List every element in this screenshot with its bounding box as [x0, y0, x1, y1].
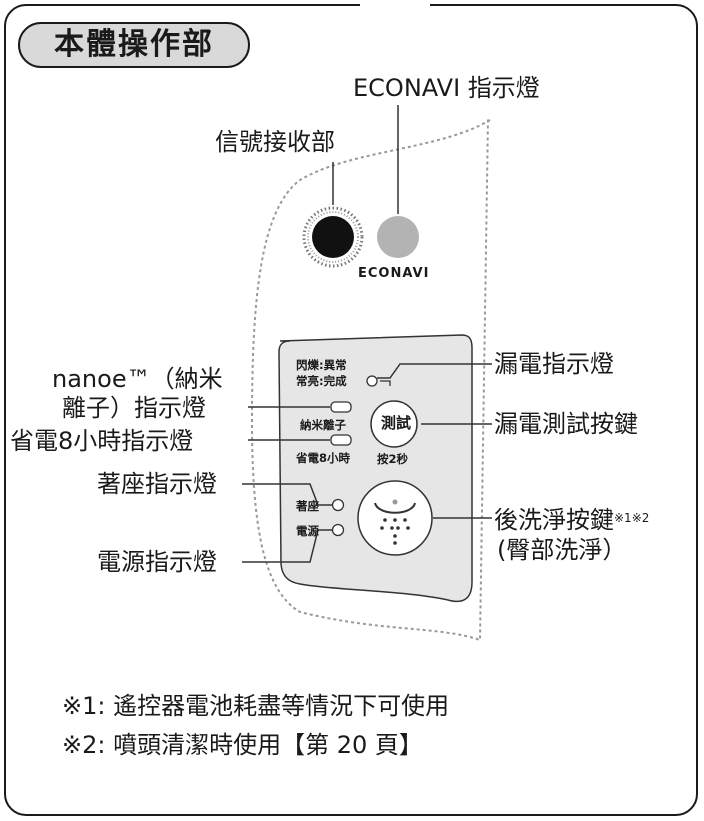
- econavi-logo: ECONAVI: [358, 266, 430, 281]
- saving-small-text: 省電8小時: [296, 451, 351, 465]
- rear-wash-button-shape: [357, 480, 433, 556]
- rear-wash-notes: ※1※2: [614, 511, 650, 525]
- leak-indicator-label: 漏電指示燈: [494, 350, 614, 378]
- signal-receiver: [312, 216, 354, 258]
- power-led: [331, 523, 345, 537]
- wash-icon-spray: [380, 518, 410, 545]
- wash-icon-nozzle: [392, 499, 398, 505]
- status-steady-text: 常亮:完成: [296, 374, 347, 388]
- econavi-indicator-label: ECONAVI 指示燈: [353, 74, 540, 102]
- section-title: 本體操作部: [18, 22, 250, 68]
- nanoe-label-line1: nanoe™（納米: [52, 365, 223, 393]
- seat-led: [331, 498, 345, 512]
- outer-frame: [4, 4, 698, 816]
- rear-wash-sub-label: (臀部洗淨）: [497, 536, 627, 564]
- leak-test-button-shape: [370, 400, 418, 448]
- nanoe-small-text: 納米離子: [300, 418, 346, 432]
- leak-indicator-leader: [377, 363, 492, 379]
- leak-test-button-label: 漏電測試按鍵: [494, 410, 638, 438]
- test-hint-text: 按2秒: [377, 452, 409, 466]
- footnote-1: ※1: 遙控器電池耗盡等情況下可使用: [62, 692, 450, 720]
- frame-tab-gap: [360, 0, 430, 12]
- nanoe-label-line2: 離子）指示燈: [62, 394, 206, 422]
- unit-dotted-outline: [250, 117, 491, 642]
- econavi-lamp: [377, 216, 419, 258]
- power-small-text: 電源: [296, 524, 319, 538]
- footnote-2: ※2: 噴頭清潔時使用【第 20 頁】: [62, 731, 423, 759]
- seat-label: 著座指示燈: [97, 470, 217, 498]
- saving-led: [330, 434, 352, 446]
- leak-led: [366, 375, 378, 387]
- leak-led-mark: [380, 380, 391, 386]
- seat-leader: [242, 483, 332, 506]
- rear-wash-button-name: 後洗淨按鍵: [494, 506, 614, 534]
- saving-label: 省電8小時指示燈: [10, 427, 194, 455]
- status-flash-text: 閃爍:異常: [296, 358, 347, 372]
- nanoe-led: [330, 401, 352, 413]
- signal-receiver-halo-inner: [307, 211, 359, 263]
- signal-receiver-halo: [302, 206, 364, 268]
- leak-test-button-text[interactable]: 測試: [381, 414, 412, 432]
- power-leader: [242, 529, 332, 563]
- power-label: 電源指示燈: [97, 548, 217, 576]
- seat-small-text: 著座: [296, 499, 319, 513]
- signal-receiver-label: 信號接收部: [215, 128, 335, 156]
- rear-wash-button-label: 後洗淨按鍵※1※2: [494, 504, 649, 534]
- wash-icon-arc: [374, 502, 416, 514]
